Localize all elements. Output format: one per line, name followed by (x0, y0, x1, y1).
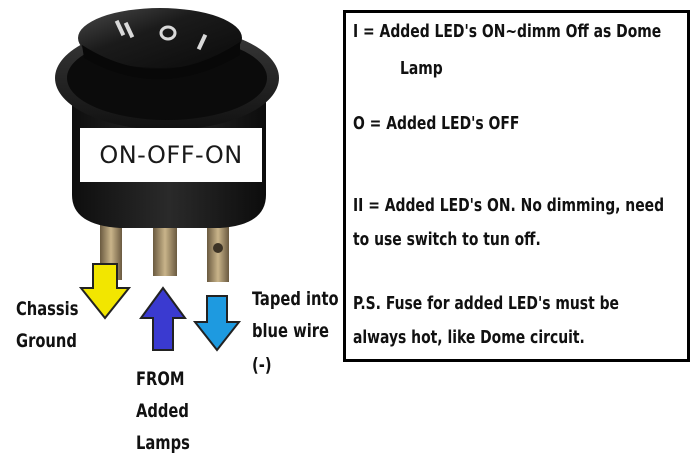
legend-line-1a: I = Added LED's ON~dimm Off as Dome (353, 21, 662, 42)
arrow-up-blue (139, 286, 187, 351)
chassis-ground-label-2: Ground (16, 330, 77, 352)
switch-type-label: ON-OFF-ON (99, 141, 243, 169)
blue-wire-label-2: blue wire (252, 320, 329, 342)
legend-line-4b: always hot, like Dome circuit. (353, 327, 585, 348)
legend-box (343, 10, 690, 362)
blue-wire-label-1: Taped into (252, 288, 339, 310)
from-added-lamps-label-3: Lamps (136, 432, 190, 454)
legend-line-4a: P.S. Fuse for added LED's must be (353, 293, 620, 314)
arrow-down-light-blue (192, 295, 242, 352)
from-added-lamps-label-1: FROM (136, 368, 185, 390)
legend-line-1b: Lamp (400, 58, 443, 79)
legend-line-3b: to use switch to tun off. (353, 229, 541, 250)
rocker-symbols (114, 19, 208, 51)
legend-line-3a: II = Added LED's ON. No dimming, need (353, 195, 665, 216)
blue-wire-label-3: (-) (252, 354, 272, 376)
from-added-lamps-label-2: Added (136, 400, 189, 422)
chassis-ground-label-1: Chassis (16, 298, 79, 320)
legend-line-2: O = Added LED's OFF (353, 113, 520, 134)
switch-type-label-box: ON-OFF-ON (80, 128, 262, 182)
switch-terminal-pins (100, 220, 229, 282)
arrow-down-yellow (78, 263, 132, 320)
